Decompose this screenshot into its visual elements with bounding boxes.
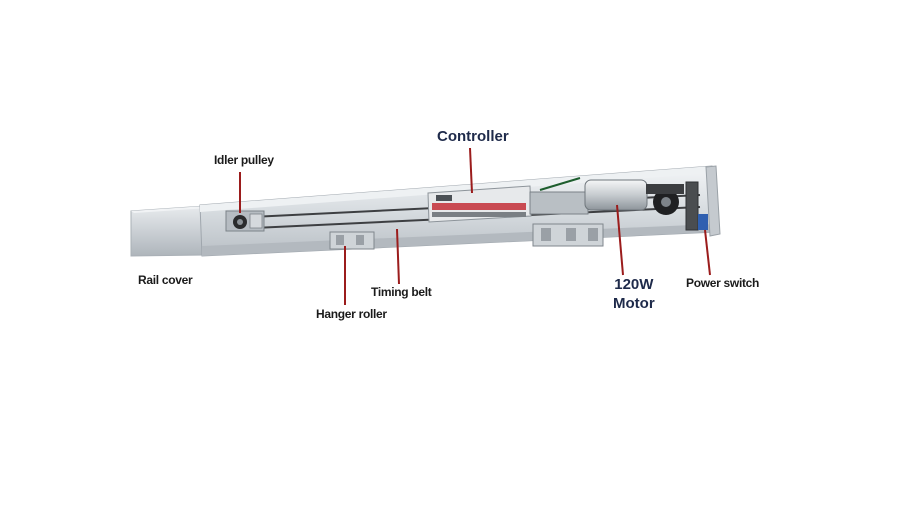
hanger-roller-label: Hanger roller xyxy=(316,307,387,321)
hanger-roller-left xyxy=(329,231,375,250)
power-switch xyxy=(685,181,708,231)
leader-power-switch xyxy=(704,229,711,276)
power-switch-label: Power switch xyxy=(686,276,760,290)
motor-label: 120W Motor xyxy=(613,275,655,313)
motor-power-label: 120W xyxy=(614,276,654,293)
motor-name-label: Motor xyxy=(613,295,655,312)
leader-controller xyxy=(469,147,473,194)
controller-board xyxy=(427,185,532,223)
leader-motor xyxy=(616,204,624,276)
controller-label: Controller xyxy=(437,128,509,145)
motor-assembly xyxy=(529,177,684,215)
leader-timing-belt xyxy=(396,228,400,285)
rail-cover xyxy=(130,205,208,257)
idler-pulley-label: Idler pulley xyxy=(214,153,274,167)
hanger-roller-right xyxy=(532,223,604,247)
timing-belt-label: Timing belt xyxy=(371,285,432,299)
idler-pulley xyxy=(225,210,265,232)
rail-cover-label: Rail cover xyxy=(138,273,193,287)
